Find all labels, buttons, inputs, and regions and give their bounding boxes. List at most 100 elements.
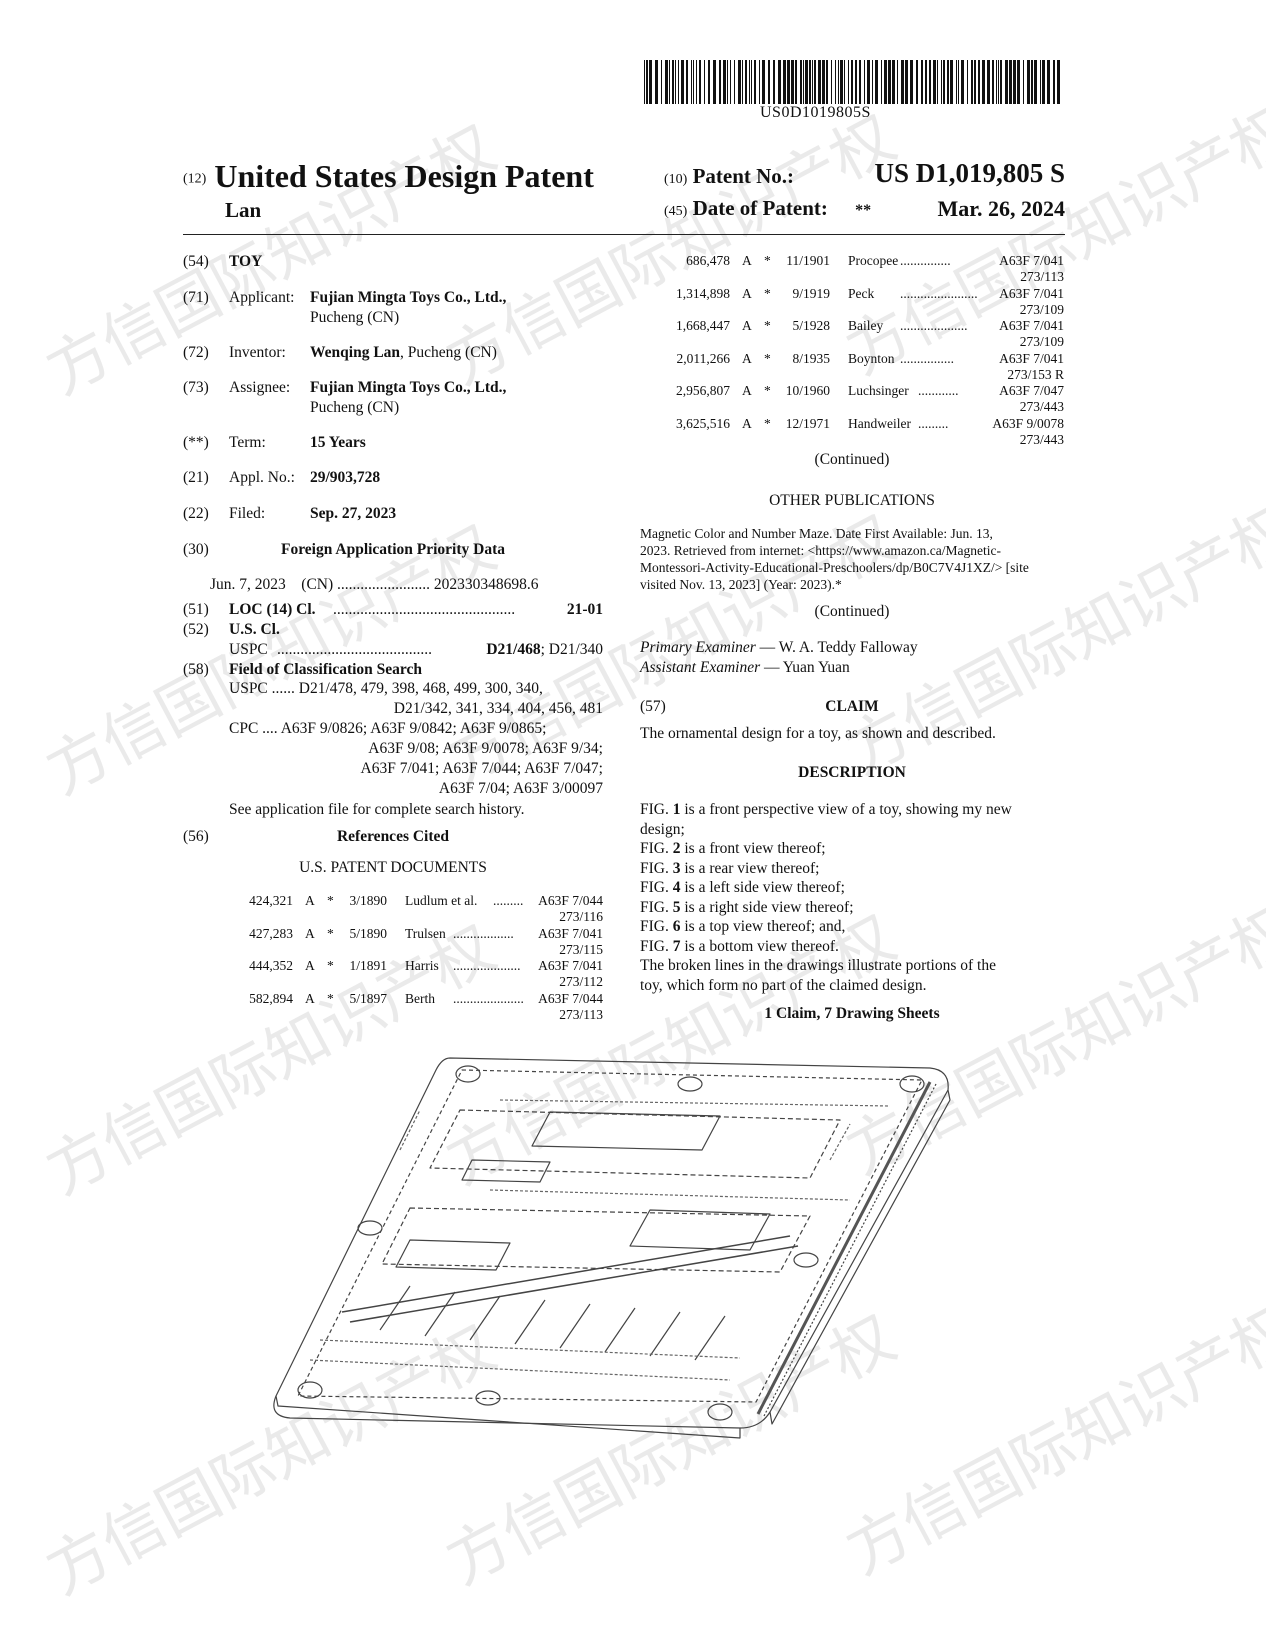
assignee-name: Fujian Mingta Toys Co., Ltd.,	[310, 379, 507, 396]
reference-kind: A	[305, 893, 315, 908]
publications-continued: (Continued)	[814, 603, 890, 620]
term-value: 15 Years	[310, 434, 366, 451]
side-rail	[756, 1081, 932, 1415]
barcode-bar	[665, 60, 668, 104]
field-code: (21)	[183, 469, 209, 486]
field-assignee: (73) Assignee: Fujian Mingta Toys Co., L…	[183, 378, 603, 418]
barcode-bar	[649, 60, 652, 104]
reference-star: *	[764, 318, 771, 333]
reference-kind: A	[305, 958, 315, 973]
barcode-bar	[681, 60, 684, 104]
barcode-bar	[929, 60, 931, 104]
reference-cls: A63F 7/041	[999, 350, 1064, 366]
dot-leader: ........................................	[277, 641, 432, 658]
barcode-bar	[759, 60, 760, 104]
barcode-bar	[831, 60, 832, 104]
primary-examiner-label: Primary Examiner	[640, 639, 756, 656]
barcode-bar	[1053, 60, 1055, 104]
primary-examiner-name: — W. A. Teddy Falloway	[755, 639, 918, 656]
references-section: (56) References Cited	[183, 827, 603, 847]
invention-title: TOY	[229, 253, 263, 270]
barcode-bar	[888, 60, 891, 104]
barcode-bar	[655, 60, 658, 104]
applicant-name: Fujian Mingta Toys Co., Ltd.,	[310, 289, 507, 306]
reference-cls: A63F 9/0078	[992, 415, 1064, 431]
barcode-bar	[691, 60, 692, 104]
field-filed: (22) Filed: Sep. 27, 2023	[183, 504, 603, 524]
reference-subclass: 273/443	[1019, 399, 1064, 414]
reference-star: *	[327, 990, 334, 1006]
assistant-examiner-label: Assistant Examiner	[640, 659, 761, 676]
fig-line: FIG. 3 is a rear view thereof;	[640, 859, 820, 877]
reference-star: *	[764, 383, 771, 398]
reference-kind: A	[742, 318, 752, 333]
barcode-bar	[848, 60, 849, 104]
barcode-bar	[678, 60, 679, 104]
dot-leader: .........	[493, 893, 524, 908]
barcode-bar	[897, 60, 898, 104]
reference-kind: A	[742, 415, 752, 431]
barcode-bar	[1031, 60, 1033, 104]
barcode-bar	[947, 60, 949, 104]
barcode-bar	[864, 60, 865, 104]
dot-leader: ...............	[900, 253, 951, 268]
barcode-bar	[867, 60, 870, 104]
dot-leader: ................	[900, 350, 954, 366]
loc-classification: (51) LOC (14) Cl. ......................…	[183, 600, 603, 620]
search-line: USPC ...... D21/478, 479, 398, 468, 499,…	[229, 680, 543, 697]
reference-num: 3,625,516	[676, 415, 730, 431]
field-code: (73)	[183, 379, 209, 396]
reference-star: *	[764, 253, 771, 268]
other-publications-text: Magnetic Color and Number Maze. Date Fir…	[640, 525, 1064, 593]
corner-hole	[297, 1381, 323, 1399]
barcode-bar	[661, 60, 662, 104]
barcode-bar	[814, 60, 816, 104]
search-line: A63F 7/041; A63F 7/044; A63F 7/047;	[360, 760, 603, 777]
search-line: A63F 7/04; A63F 3/00097	[438, 780, 603, 797]
barcode-bar	[1047, 60, 1050, 104]
search-field: (58) Field of Classification Search	[183, 660, 603, 680]
reference-kind: A	[742, 383, 752, 398]
barcode-bar	[901, 60, 904, 104]
appl-no-value: 29/903,728	[310, 469, 381, 486]
barcode-bar	[754, 60, 756, 104]
dot-leader: .........	[918, 415, 949, 431]
patent-number-label: (10) Patent No.:	[664, 164, 794, 189]
barcode-bar	[812, 60, 813, 104]
barcode-bar	[992, 60, 994, 104]
reference-date: 8/1935	[792, 350, 830, 366]
reference-subclass: 273/113	[1020, 269, 1064, 284]
field-code: (57)	[640, 698, 666, 715]
claim-text: The ornamental design for a toy, as show…	[640, 725, 996, 742]
reference-num: 1,668,447	[676, 318, 730, 333]
barcode-bar	[1040, 60, 1041, 104]
patent-number: US D1,019,805 S	[874, 158, 1065, 188]
barcode-bar	[982, 60, 985, 104]
dot-leader: ........................................…	[333, 601, 516, 618]
field-code: (54)	[183, 253, 209, 270]
loc-value: 21-01	[566, 601, 603, 618]
field-code: (22)	[183, 505, 209, 522]
barcode-bar	[892, 60, 895, 104]
field-label: Assignee:	[229, 379, 291, 396]
date-marker: **	[855, 202, 872, 219]
reference-name: Handweiler	[848, 415, 911, 431]
barcode-bar	[749, 60, 750, 104]
barcode-bar	[961, 60, 964, 104]
reference-kind: A	[742, 350, 752, 366]
reference-subclass: 273/112	[559, 974, 603, 989]
barcode-bar	[1000, 60, 1002, 104]
barcode-bar	[855, 60, 857, 104]
barcode-bar	[826, 60, 828, 104]
barcode-bar	[859, 60, 861, 104]
barcode-bar	[791, 60, 794, 104]
claim-heading: CLAIM	[825, 698, 879, 715]
barcode-bar	[768, 60, 770, 104]
document-title: (12) United States Design Patent	[183, 158, 594, 195]
field-code: (52)	[183, 621, 209, 638]
barcode-bar	[844, 60, 845, 104]
barcode	[644, 60, 1060, 104]
